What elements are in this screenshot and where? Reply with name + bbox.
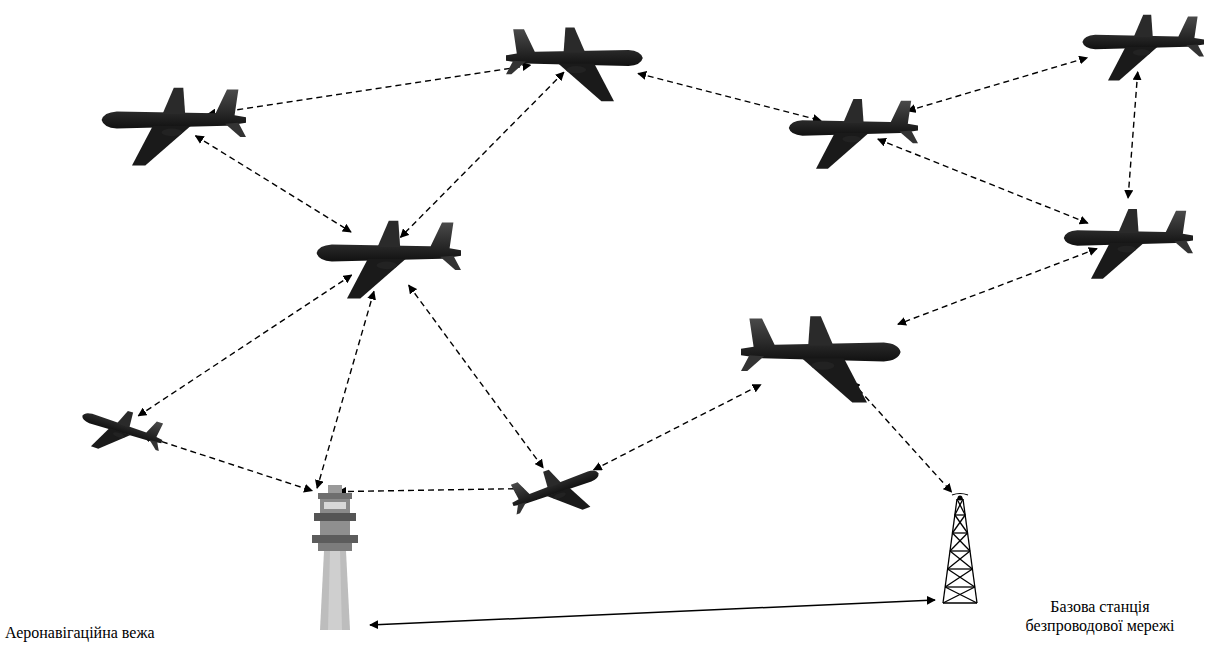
radio-link [878,139,1088,223]
airplane [1082,15,1204,81]
node-label: Аеронавігаційна вежа [5,623,235,642]
radio-link [317,291,374,488]
radio-link [594,385,761,470]
airplane [1064,209,1193,279]
radio-link [138,275,351,416]
radio-link [898,249,1097,325]
airplane [506,454,609,531]
link-connector [370,600,935,625]
airplane [102,88,246,166]
radio-link [338,489,523,492]
airplane [789,99,918,169]
airplane [741,316,901,402]
control-tower-symbol [300,485,370,630]
radio-link [196,136,351,232]
radio-link [208,65,531,114]
radio-link [908,58,1088,111]
radio-link [638,73,821,120]
radio-link [143,435,312,490]
airplanes [74,15,1204,532]
base-station-symbol [935,495,985,605]
node-label: Базова станція безпроводової мережі [1005,597,1195,635]
radio-link [400,72,563,237]
control-tower: Аеронавігаційна вежа [300,485,370,630]
airplane [317,221,461,299]
base-station: Базова станція безпроводової мережі [935,495,985,605]
airplane [506,27,643,101]
radio-link [852,382,952,492]
radio-link [409,285,543,468]
radio-link [1128,72,1138,198]
airplane [74,398,167,467]
radio-links [138,58,1137,492]
